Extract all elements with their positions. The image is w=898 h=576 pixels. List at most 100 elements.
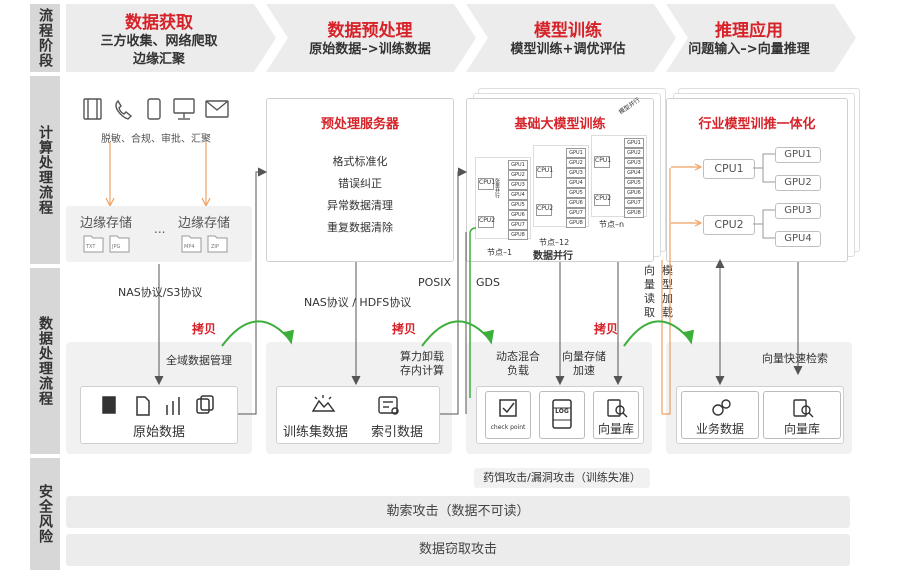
copy-label-2: 拷贝: [392, 322, 417, 336]
preprocess-item-1: 格式标准化: [332, 155, 388, 168]
posix-label: POSIX: [418, 276, 452, 289]
stage-inference-sub1: 问题输入–>向量推理: [688, 42, 810, 57]
inference-cpu2: CPU2: [703, 215, 755, 235]
gears-icon: [712, 399, 731, 416]
node12-gpu3: GPU3: [566, 168, 586, 178]
log-label: LOG: [555, 408, 569, 415]
offload-label: 算力卸载 存内计算: [400, 350, 444, 378]
node1-cpu1: CPU1: [478, 178, 495, 190]
phone-icon: [115, 99, 133, 120]
node1-gpu6: GPU6: [508, 210, 528, 220]
inference-storage-card: 业务数据 向量库: [676, 386, 844, 444]
edge-storage-panel: [66, 206, 252, 262]
vector-db2-label: 向量库: [783, 422, 820, 436]
copy-label-3: 拷贝: [594, 322, 619, 336]
raw-data-card: 原始数据: [80, 386, 238, 444]
node12-gpu6: GPU6: [566, 198, 586, 208]
global-data-mgmt: 全域数据管理: [166, 354, 232, 367]
tensor-parallel-label: 张量并行: [494, 178, 500, 198]
raw-data-label: 原始数据: [132, 425, 185, 440]
stage-chevrons: [66, 4, 856, 72]
log-box: LOG: [539, 391, 585, 439]
inference-card: 行业模型训推一体化 CPU1 CPU2 GPU1 GPU2 GPU3 GPU4: [666, 98, 848, 262]
node12-gpu8: GPU8: [566, 218, 586, 228]
acquire-area: 脱敏、合规、审批、汇聚 边缘存储 边缘存储 ... TXT JPG MP4 ZI…: [66, 82, 252, 262]
node-n-label: 节点–n: [599, 220, 625, 229]
book-icon: [102, 396, 116, 414]
inference-title: 行业模型训推一体化: [698, 117, 816, 132]
preprocess-server-card: 预处理服务器 格式标准化 错误纠正 异常数据清理 重复数据清除: [266, 98, 454, 262]
noden-gpu8: GPU8: [624, 208, 644, 218]
edge-storage-1: 边缘存储: [80, 216, 133, 231]
stage-preprocess-title: 数据预处理: [327, 21, 413, 41]
row-label-security: 安全风险: [30, 458, 60, 570]
acquire-actions: 脱敏、合规、审批、汇聚: [101, 134, 211, 145]
files-icon: [196, 398, 210, 414]
noden-gpu4: GPU4: [624, 168, 644, 178]
stage-preprocess: 数据预处理 原始数据–>训练数据: [280, 16, 460, 59]
business-data-box: 业务数据: [681, 391, 759, 439]
noden-gpu7: GPU7: [624, 198, 644, 208]
file-mp4: MP4: [184, 244, 195, 250]
node1-gpu4: GPU4: [508, 190, 528, 200]
node-12-group: CPU1 CPU2 GPU1 GPU2 GPU3 GPU4 GPU5 GPU6 …: [533, 145, 589, 228]
stage-training-sub1: 模型训练+调优评估: [510, 42, 626, 57]
checkpoint-icon: [499, 399, 517, 417]
node1-gpu3: GPU3: [508, 180, 528, 190]
node-1-group: CPU1 CPU2 张量并行 GPU1 GPU2 GPU3 GPU4 GPU5 …: [475, 157, 531, 240]
noden-cpu1: CPU1: [594, 156, 611, 168]
model-load-label: 模型加载: [662, 264, 673, 319]
node1-gpu1: GPU1: [508, 160, 528, 170]
noden-gpu5: GPU5: [624, 178, 644, 188]
node12-gpu4: GPU4: [566, 178, 586, 188]
node-n-group: CPU1 CPU2 GPU1 GPU2 GPU3 GPU4 GPU5 GPU6 …: [591, 135, 647, 218]
training-storage-card: check point LOG 向量库: [476, 386, 644, 444]
log-icon: [552, 399, 572, 429]
training-title: 基础大模型训练: [514, 117, 606, 132]
node1-cpu2: CPU2: [478, 216, 495, 228]
stage-inference-title: 推理应用: [715, 21, 783, 41]
preprocess-item-2: 错误纠正: [338, 177, 382, 190]
noden-cpu2: CPU2: [594, 194, 611, 206]
mail-icon: [205, 100, 229, 118]
film-icon: [83, 98, 102, 120]
stage-acquire-sub1: 三方收集、网络爬取: [100, 34, 218, 49]
vec-store-line-1: 向量存储: [562, 350, 606, 363]
raw-data-icons: [102, 395, 214, 416]
index-icon: [378, 396, 398, 414]
preprocess-item-3: 异常数据清理: [327, 199, 393, 212]
node12-gpu2: GPU2: [566, 158, 586, 168]
ransom-attack: 勒索攻击（数据不可读）: [66, 496, 850, 528]
stage-training-title: 模型训练: [534, 21, 602, 41]
dataset-icons: [311, 395, 399, 415]
vector-db-box: 向量库: [593, 391, 639, 439]
acquire-protocol: NAS协议/S3协议: [118, 286, 203, 299]
noden-gpu6: GPU6: [624, 188, 644, 198]
node1-gpu5: GPU5: [508, 200, 528, 210]
node12-gpu1: GPU1: [566, 148, 586, 158]
edge-storage-2: 边缘存储: [178, 216, 231, 231]
node1-gpu2: GPU2: [508, 170, 528, 180]
offload-line-2: 存内计算: [400, 364, 444, 377]
noden-gpu3: GPU3: [624, 158, 644, 168]
file-txt: TXT: [86, 244, 96, 250]
landscape-icon: [311, 399, 336, 412]
vector-read-label: 向量读取: [644, 264, 655, 319]
file-jpg: JPG: [112, 244, 121, 250]
offload-line-1: 算力卸载: [400, 350, 444, 363]
stage-acquire-sub2: 边缘汇聚: [132, 52, 185, 67]
checkpoint-box: check point: [485, 391, 531, 439]
file-folder-icons: [83, 235, 228, 253]
node1-gpu8: GPU8: [508, 230, 528, 240]
stage-acquire-title: 数据获取: [125, 13, 193, 33]
preprocess-item-4: 重复数据清除: [327, 221, 393, 234]
node-12-label: 节点–12: [539, 238, 570, 247]
gds-label: GDS: [476, 276, 500, 289]
vector-db2-box: 向量库: [763, 391, 841, 439]
data-parallel-label: 数据并行: [533, 251, 573, 262]
inference-cpu1: CPU1: [703, 159, 755, 179]
mobile-icon: [147, 98, 161, 120]
inference-gpu3: GPU3: [775, 203, 821, 219]
row-label-stage: 流程阶段: [30, 4, 60, 72]
training-set-label: 训练集数据: [283, 425, 349, 440]
